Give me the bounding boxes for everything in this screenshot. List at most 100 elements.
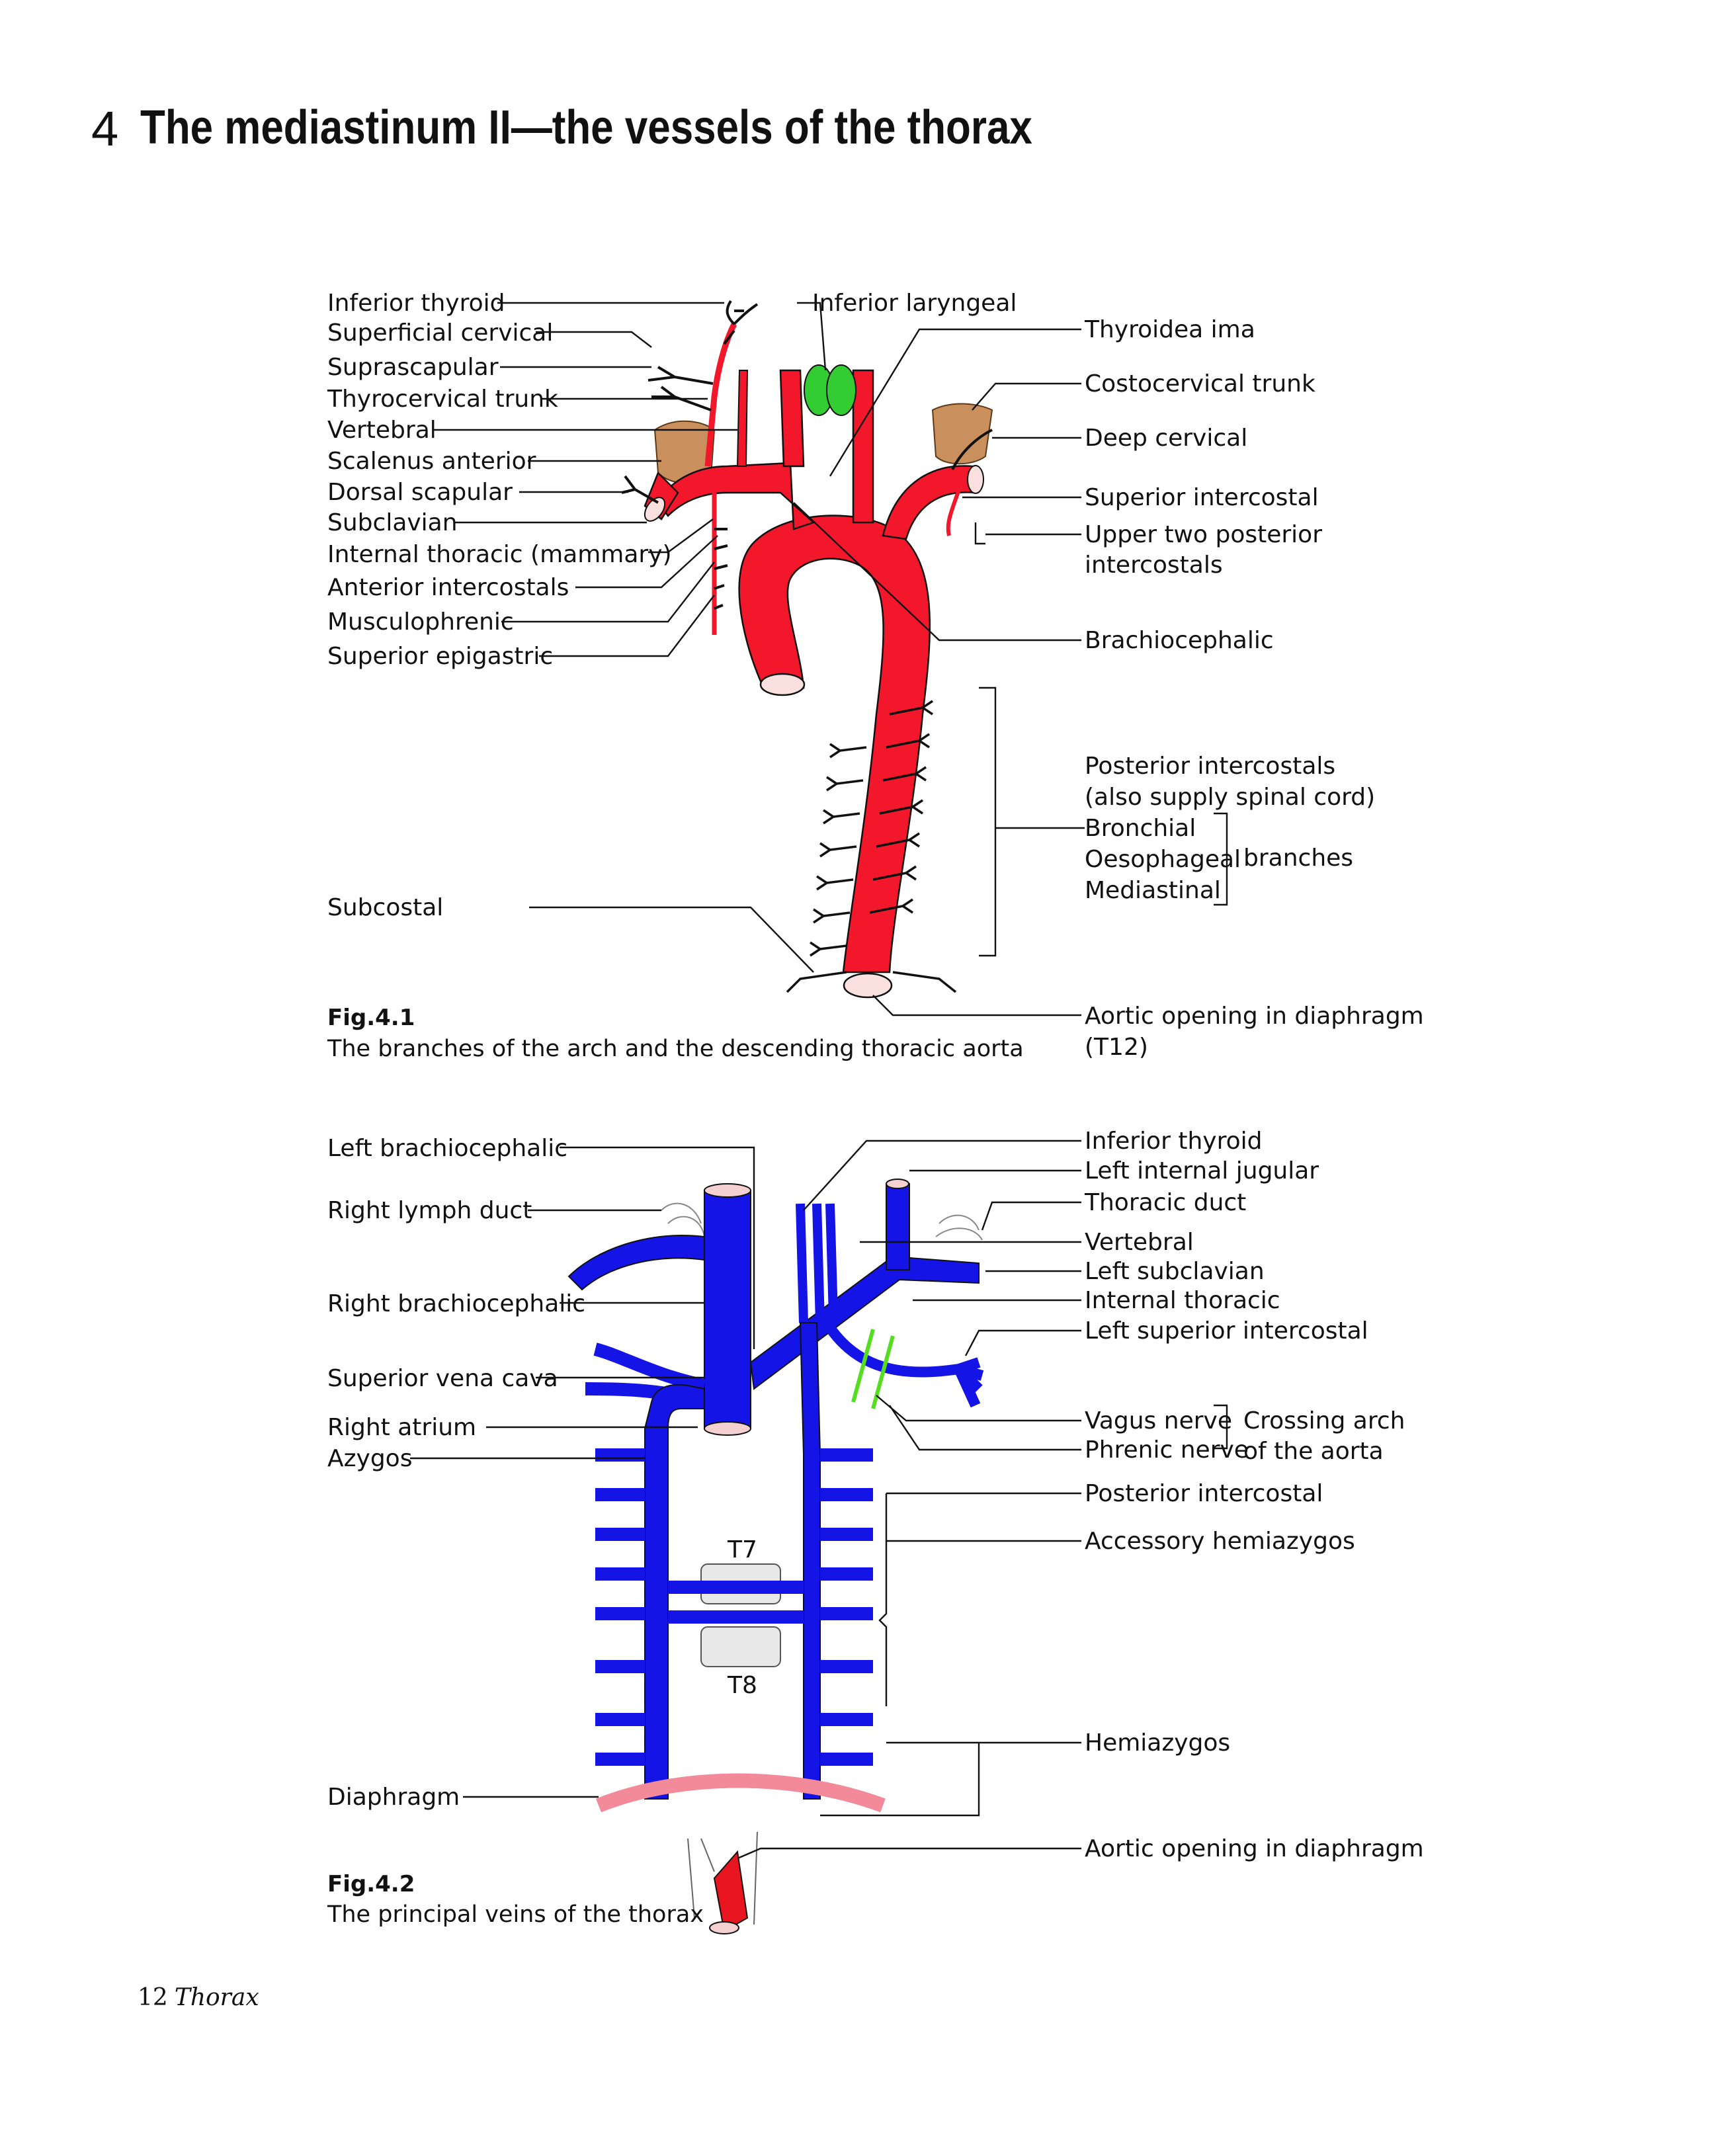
azygos-vein	[644, 1384, 705, 1800]
label-of-the-aorta: of the aorta	[1243, 1438, 1384, 1465]
label-superior-vena-cava: Superior vena cava	[327, 1365, 558, 1392]
label-hemiazygos: Hemiazygos	[1085, 1729, 1230, 1757]
ascending-aorta-cut	[759, 673, 806, 696]
label-azygos: Azygos	[327, 1445, 412, 1472]
label-t7: T7	[727, 1536, 757, 1563]
svc-bottom-cut	[704, 1421, 751, 1436]
chapter-title: The mediastinum II—the vessels of the th…	[140, 101, 1032, 154]
thyroid-lobe-left	[826, 364, 856, 416]
page-number: 12	[138, 1984, 168, 2011]
vertebral-artery	[736, 370, 749, 467]
diaphragm	[595, 1773, 886, 1813]
superficial-cervical-branch	[651, 386, 712, 411]
left-internal-jugular-vein	[886, 1183, 910, 1270]
label-diaphragm: Diaphragm	[327, 1784, 460, 1811]
label-inferior-thyroid: Inferior thyroid	[327, 290, 505, 317]
label-left-brachiocephalic: Left brachiocephalic	[327, 1135, 567, 1162]
thyrocervical-trunk	[704, 322, 737, 467]
label-internal-thoracic-vein: Internal thoracic	[1085, 1287, 1280, 1314]
label-upper-two-posterior: Upper two posterior	[1085, 521, 1322, 548]
label-musculophrenic: Musculophrenic	[327, 608, 514, 636]
hemiazygos-vein	[799, 1322, 821, 1800]
label-right-brachiocephalic: Right brachiocephalic	[327, 1290, 585, 1317]
label-intercostals: intercostals	[1085, 552, 1223, 579]
inferior-thyroid-branches	[723, 300, 759, 345]
svc-top-cut	[704, 1183, 751, 1198]
label-right-atrium: Right atrium	[327, 1414, 476, 1441]
label-mediastinal: Mediastinal	[1085, 877, 1221, 904]
right-subclavian-cut	[644, 497, 666, 522]
left-posterior-intercostal-veins	[820, 1448, 873, 1766]
label-left-subclavian: Left subclavian	[1085, 1258, 1265, 1285]
label-inferior-laryngeal: Inferior laryngeal	[812, 290, 1017, 317]
left-subclavian-cut	[967, 465, 984, 494]
vertebra-t8-body	[700, 1626, 781, 1667]
label-internal-thoracic: Internal thoracic (mammary)	[327, 541, 672, 568]
label-crossing-arch: Crossing arch	[1243, 1407, 1405, 1434]
fig-4-1-number: Fig.4.1	[327, 1005, 415, 1031]
label-oesophageal: Oesophageal	[1085, 846, 1241, 873]
costocervical-trunk	[951, 429, 993, 470]
label-brachiocephalic: Brachiocephalic	[1085, 627, 1274, 654]
label-phrenic-nerve: Phrenic nerve	[1085, 1436, 1249, 1464]
thoracic-duct	[935, 1214, 983, 1241]
label-aortic-opening: Aortic opening in diaphragm	[1085, 1003, 1424, 1030]
label-vertebral-vein: Vertebral	[1085, 1229, 1194, 1256]
right-lymph-duct	[661, 1202, 705, 1237]
label-costocervical-trunk: Costocervical trunk	[1085, 370, 1315, 397]
label-left-internal-jugular: Left internal jugular	[1085, 1157, 1319, 1184]
fig-4-2-illustration	[567, 1179, 984, 1934]
label-aortic-opening-veins: Aortic opening in diaphragm	[1085, 1835, 1424, 1862]
label-inferior-thyroid-vein: Inferior thyroid	[1085, 1128, 1262, 1155]
label-t12: (T12)	[1085, 1034, 1148, 1061]
superior-intercostal-branch	[946, 489, 961, 536]
label-vagus-nerve: Vagus nerve	[1085, 1407, 1232, 1434]
posterior-intercostal-branches	[786, 700, 957, 993]
section-name: Thorax	[174, 1984, 259, 2011]
suprascapular-branch	[647, 366, 714, 385]
phrenic-nerve	[871, 1335, 895, 1409]
accessory-hemiazygos-cross	[668, 1581, 804, 1624]
fig-4-2-leader-lines	[410, 1140, 1228, 1860]
superior-vena-cava	[704, 1190, 751, 1429]
label-scalenus-anterior: Scalenus anterior	[327, 448, 536, 475]
label-also-supply-spinal-cord: (also supply spinal cord)	[1085, 784, 1375, 811]
left-internal-jugular-cut	[886, 1179, 909, 1189]
label-thyroidea-ima: Thyroidea ima	[1084, 316, 1255, 343]
left-subclavian	[882, 465, 977, 540]
fig-4-1-caption: The branches of the arch and the descend…	[327, 1036, 1024, 1062]
label-subclavian: Subclavian	[327, 509, 458, 536]
inferior-thyroid-veins	[796, 1203, 838, 1323]
label-superior-epigastric: Superior epigastric	[327, 643, 553, 670]
chapter-number: 4	[91, 101, 119, 156]
right-posterior-intercostal-veins	[595, 1448, 645, 1766]
label-vertebral: Vertebral	[327, 417, 437, 444]
label-superficial-cervical: Superficial cervical	[327, 319, 553, 347]
label-subcostal: Subcostal	[327, 894, 443, 921]
scalenus-anterior-left	[931, 403, 993, 465]
label-thyrocervical-trunk: Thyrocervical trunk	[327, 386, 558, 413]
label-deep-cervical: Deep cervical	[1085, 425, 1247, 452]
label-superior-intercostal: Superior intercostal	[1085, 484, 1319, 511]
label-right-lymph-duct: Right lymph duct	[327, 1197, 532, 1224]
label-posterior-intercostal-vein: Posterior intercostal	[1085, 1480, 1323, 1507]
fig-4-2-number: Fig.4.2	[327, 1871, 415, 1897]
vagus-nerve	[851, 1329, 875, 1403]
label-suprascapular: Suprascapular	[327, 354, 499, 381]
label-thoracic-duct: Thoracic duct	[1084, 1189, 1246, 1216]
fig-4-2-labels: Left brachiocephalic Right lymph duct Ri…	[327, 1128, 1424, 1928]
label-anterior-intercostals: Anterior intercostals	[327, 574, 569, 601]
label-posterior-intercostals: Posterior intercostals	[1085, 753, 1335, 780]
crura-lines	[687, 1831, 758, 1925]
fig-4-2-caption: The principal veins of the thorax	[327, 1901, 704, 1928]
right-brachiocephalic-vein	[567, 1235, 705, 1291]
right-common-carotid	[779, 369, 805, 468]
label-accessory-hemiazygos: Accessory hemiazygos	[1085, 1528, 1355, 1555]
aortic-opening-cut	[709, 1921, 739, 1934]
fig-4-1-labels: Inferior thyroid Superficial cervical Su…	[327, 290, 1424, 1062]
left-common-carotid	[852, 369, 874, 524]
aortic-opening-vessel	[713, 1850, 749, 1932]
label-bronchial: Bronchial	[1085, 815, 1196, 842]
